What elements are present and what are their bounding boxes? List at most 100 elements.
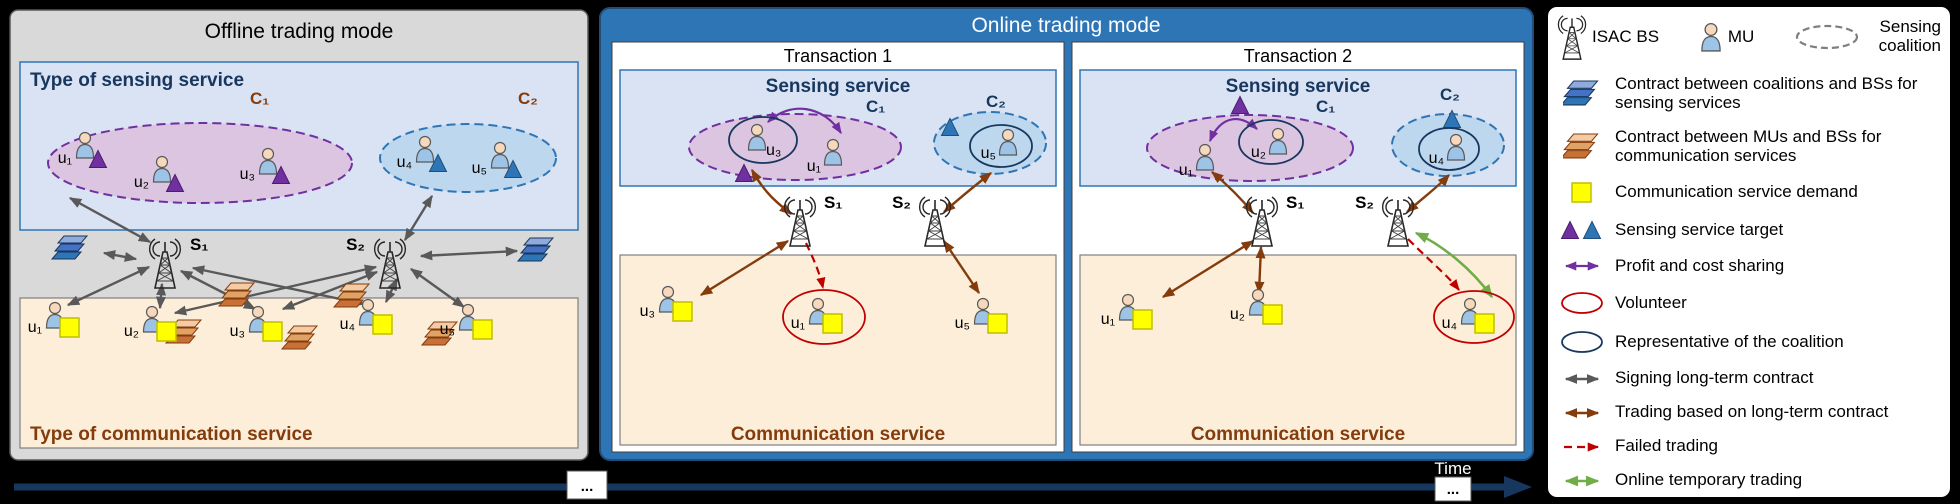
- transaction-2: Transaction 2 Sensing service Communicat…: [1071, 41, 1525, 453]
- mu-label: u₂: [1230, 306, 1245, 323]
- timeline-time-label: Time: [1434, 459, 1471, 478]
- signing-contract-arrow: [191, 265, 366, 307]
- comm-demand-icon: [1132, 309, 1153, 330]
- coalition-1-label: C₁: [1316, 97, 1335, 116]
- legend-label-sensing-target: Sensing service target: [1615, 220, 1784, 240]
- mu-icon: [1701, 22, 1721, 52]
- mu-u1-comm: u₁: [28, 301, 80, 338]
- coalition-1-label: C₁: [866, 97, 885, 116]
- legend-item-sensing-coalition: Sensing coalition: [1794, 17, 1941, 55]
- legend-label-contract-sensing: Contract between coalitions and BSs for …: [1615, 74, 1918, 112]
- mu-label: u₃: [766, 142, 781, 159]
- legend-item-sensing-target: Sensing service target: [1557, 220, 1941, 242]
- comm-demand-icon: [472, 319, 493, 340]
- comm-demand-icon: [1262, 304, 1283, 325]
- mu-u3-sensing: u₃: [747, 123, 781, 159]
- timeline: ... Time ...: [14, 459, 1532, 502]
- transaction-1-title: Transaction 1: [784, 46, 892, 66]
- legend-label-isac-bs: ISAC BS: [1592, 27, 1660, 46]
- trading-arrow: [1254, 245, 1266, 295]
- legend-item-profit-sharing: Profit and cost sharing: [1557, 256, 1941, 276]
- comm-demand-icon: [262, 321, 283, 342]
- mu-u3-comm: u₃: [640, 285, 693, 322]
- mu-label: u₁: [1179, 162, 1193, 179]
- t2-sensing-label: Sensing service: [1226, 76, 1371, 97]
- t1-sensing-label: Sensing service: [766, 76, 911, 97]
- transaction-1: Transaction 1 Sensing service Communicat…: [611, 41, 1065, 453]
- mu-label: u₄: [1442, 315, 1457, 332]
- mu-label: u₂: [134, 174, 149, 191]
- legend-item-representative: Representative of the coalition: [1557, 330, 1941, 354]
- mu-u1-sensing: u₁: [1179, 143, 1215, 179]
- comm-demand-icon: [59, 317, 80, 338]
- comm-demand-icon: [822, 313, 843, 334]
- legend-item-failed: Failed trading: [1557, 437, 1941, 456]
- volunteer-circle: [1433, 290, 1515, 344]
- signing-contract-arrow: [68, 196, 152, 244]
- mu-u3-comm: u₃: [230, 305, 283, 342]
- temporary-trading-arrow-icon: [1564, 475, 1600, 487]
- comm-demand-icon: [987, 313, 1008, 334]
- t2-comm-box: [1079, 254, 1517, 446]
- mu-label: u₄: [1429, 150, 1444, 167]
- legend-row-basics: ISAC BS MU Sensing coalition: [1557, 14, 1941, 60]
- mu-label: u₃: [640, 303, 655, 320]
- t2-comm-label: Communication service: [1191, 424, 1405, 445]
- legend-label-online-trading: Online temporary trading: [1615, 470, 1803, 490]
- signing-contract-arrow: [403, 194, 434, 242]
- mu-label: u₁: [1101, 311, 1115, 328]
- profit-sharing-arrow: [767, 107, 842, 134]
- trading-arrow: [699, 239, 790, 297]
- offline-panel: Offline trading mode Type of sensing ser…: [9, 9, 589, 461]
- bs-s2-label: S₂: [1355, 193, 1374, 212]
- comm-demand-icon: [372, 314, 393, 335]
- signing-contract-arrow: [102, 250, 138, 262]
- coalition-2-label: C₂: [986, 92, 1006, 111]
- signing-contract-arrow: [384, 277, 399, 304]
- mu-label: u₁: [28, 319, 42, 336]
- mu-label: u₂: [124, 323, 139, 340]
- mu-u5-comm: u₅: [955, 297, 1008, 334]
- t1-comm-box: [619, 254, 1057, 446]
- trading-arrow-icon: [1564, 407, 1600, 418]
- representative-circle: [728, 116, 798, 164]
- legend-label-sensing-coalition: Sensing coalition: [1878, 17, 1941, 55]
- legend-panel: ISAC BS MU Sensing coalition Contract be…: [1545, 4, 1953, 500]
- mu-u4-comm: u₄: [340, 298, 393, 335]
- mu-label: u₃: [240, 166, 255, 183]
- mu-u1-sensing: u₁: [807, 138, 843, 175]
- mu-u4-comm: u₄: [1442, 297, 1495, 334]
- representative-circle: [969, 124, 1033, 168]
- trading-arrow: [1161, 239, 1255, 299]
- sensing-coalition-icon: [1795, 24, 1859, 50]
- legend-label-mu: MU: [1727, 27, 1755, 46]
- timeline-ellipsis-box: [1434, 476, 1472, 502]
- mu-u5-sensing: u₅: [472, 141, 522, 178]
- mu-u2-sensing: u₂: [134, 155, 184, 192]
- legend-item-volunteer: Volunteer: [1557, 291, 1941, 315]
- mu-label: u₄: [340, 316, 355, 333]
- failed-trading-arrow-icon: [1564, 442, 1600, 452]
- transaction-2-title: Transaction 2: [1244, 46, 1352, 66]
- isac-bs-icon: [1557, 15, 1587, 60]
- offline-arrows: [66, 194, 519, 316]
- comm-demand-icon: [672, 301, 693, 322]
- timeline-ellipsis-box: [566, 470, 608, 500]
- temporary-trading-arrow: [1414, 231, 1494, 299]
- online-title: Online trading mode: [971, 14, 1160, 37]
- mu-u2-comm: u₂: [124, 305, 177, 342]
- mu-label: u₁: [58, 150, 72, 167]
- mu-label: u₁: [807, 158, 821, 175]
- legend-label-profit-sharing: Profit and cost sharing: [1615, 256, 1785, 275]
- comm-demand-icon: [1571, 181, 1592, 203]
- legend-label-contract-comm: Contract between MUs and BSs for communi…: [1615, 126, 1882, 165]
- mu-u1-comm: u₁: [791, 297, 843, 334]
- legend-label-signing: Signing long-term contract: [1615, 368, 1814, 388]
- mu-label: u₅: [472, 160, 487, 177]
- failed-trading-arrow: [805, 242, 826, 290]
- legend-item-online-trading: Online temporary trading: [1557, 471, 1941, 490]
- signing-contract-arrow-icon: [1564, 373, 1600, 384]
- trading-arrow: [943, 172, 992, 213]
- mu-label: u₃: [230, 323, 245, 340]
